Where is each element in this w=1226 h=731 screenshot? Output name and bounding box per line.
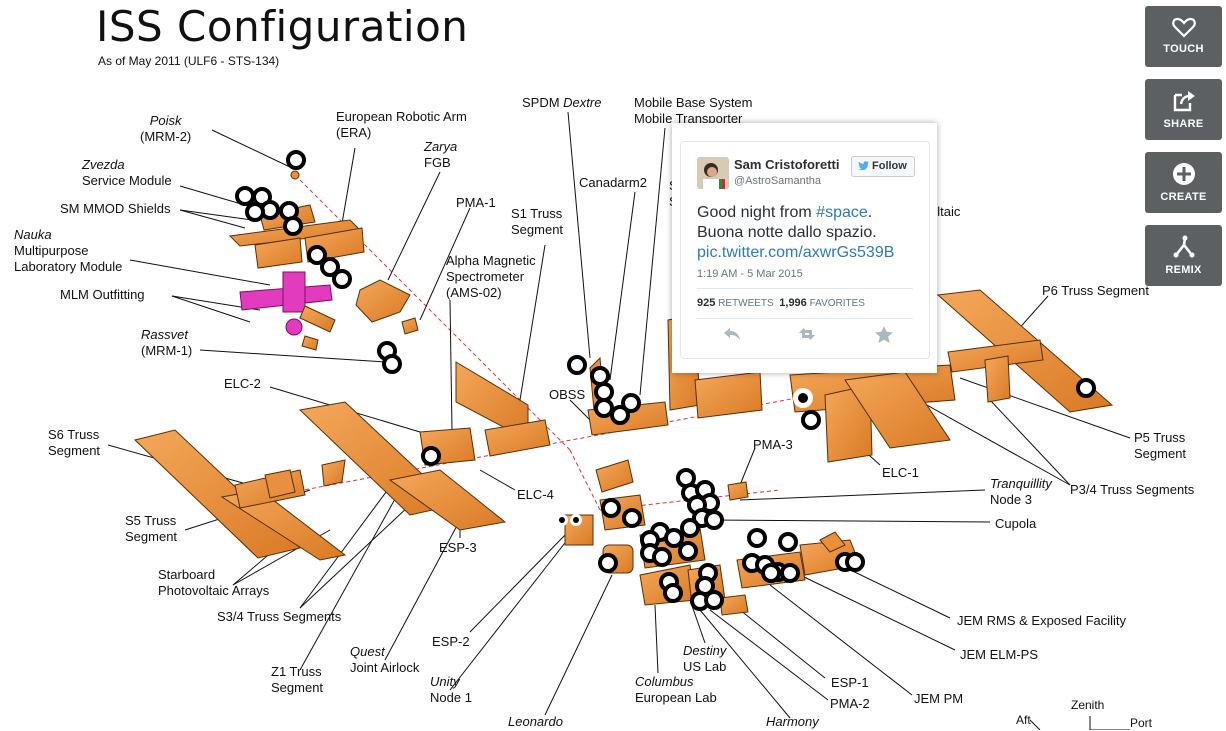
label-elc1: ELC-1: [882, 465, 919, 480]
create-button[interactable]: CREATE: [1145, 152, 1222, 213]
share-button[interactable]: SHARE: [1145, 79, 1222, 140]
reply-button[interactable]: [723, 326, 743, 344]
label-esp1: ESP-1: [831, 675, 869, 690]
label-pma3: PMA-3: [753, 437, 793, 452]
label-canadarm2: Canadarm2: [579, 175, 647, 190]
remix-button[interactable]: REMIX: [1145, 225, 1222, 286]
label-harmony: Harmony: [766, 714, 819, 729]
tweet-text-part3: Buona notte dallo spazio.: [697, 224, 877, 241]
page-title: ISS Configuration: [96, 2, 469, 51]
touch-label: TOUCH: [1163, 43, 1204, 55]
remix-icon: [1173, 235, 1194, 258]
truss-and-arrays: [134, 289, 1114, 561]
favorite-button[interactable]: [875, 326, 895, 344]
label-elc4: ELC-4: [517, 487, 554, 502]
tweet-card: Sam Cristoforetti @AstroSamantha Follow …: [680, 141, 930, 359]
tweet-stats: 925 RETWEETS 1,996 FAVORITES: [697, 297, 865, 309]
label-mlm-outfitting: MLM Outfitting: [60, 287, 145, 302]
favorite-count: 1,996: [779, 297, 807, 309]
label-partial-photovoltaic: oltaic: [930, 204, 961, 219]
dark-markers: [556, 388, 813, 526]
axis-label-aft: Aft: [1016, 713, 1031, 727]
label-era: European Robotic Arm(ERA): [336, 109, 467, 140]
heart-icon: [1171, 17, 1196, 38]
tweet-text: Good night from #space. Buona notte dall…: [697, 203, 922, 263]
divider: [697, 288, 913, 289]
share-icon: [1173, 91, 1195, 112]
label-pma1: PMA-1: [456, 195, 496, 210]
label-jem-rms: JEM RMS & Exposed Facility: [957, 613, 1127, 628]
share-label: SHARE: [1163, 118, 1204, 130]
label-obss: OBSS: [549, 387, 586, 402]
tweet-timestamp[interactable]: 1:19 AM - 5 Mar 2015: [697, 268, 803, 280]
touch-button[interactable]: TOUCH: [1145, 6, 1222, 67]
reply-icon: [724, 328, 740, 340]
tweet-text-part2: .: [867, 204, 873, 221]
label-p6: P6 Truss Segment: [1042, 283, 1149, 298]
label-jem-pm: JEM PM: [914, 691, 964, 706]
axis-label-port: Port: [1130, 716, 1153, 730]
hashtag-link[interactable]: #space: [816, 204, 868, 221]
label-esp2: ESP-2: [432, 634, 470, 649]
location-markers: [235, 150, 1096, 611]
label-rassvet: Rassvet(MRM-1): [141, 327, 193, 358]
label-esp3: ESP-3: [439, 540, 477, 555]
retweet-count: 925: [697, 297, 716, 309]
page-subtitle: As of May 2011 (ULF6 - STS-134): [98, 54, 280, 68]
label-cupola: Cupola: [995, 516, 1037, 531]
label-poisk: Poisk(MRM-2): [140, 113, 192, 144]
axis-lines: [1030, 716, 1130, 730]
twitter-bird-icon: [858, 161, 869, 170]
plus-circle-icon: [1172, 163, 1195, 185]
label-spdm: SPDM Dextre: [522, 95, 602, 110]
pic-link[interactable]: pic.twitter.com/axwrGs539B: [697, 244, 895, 261]
label-leonardo: Leonardo: [508, 714, 563, 729]
divider: [697, 318, 913, 319]
retweet-icon: [799, 328, 815, 340]
label-elc2: ELC-2: [224, 376, 261, 391]
favorite-count-label: FAVORITES: [809, 298, 865, 309]
label-jem-elm: JEM ELM-PS: [960, 647, 1039, 662]
label-p34: P3/4 Truss Segments: [1070, 482, 1195, 497]
follow-button[interactable]: Follow: [851, 156, 915, 177]
follow-label: Follow: [872, 160, 907, 172]
retweet-count-label: RETWEETS: [718, 298, 774, 309]
label-mmod: SM MMOD Shields: [60, 201, 171, 216]
tweet-author-name[interactable]: Sam Cristoforetti: [734, 157, 840, 172]
label-s34: S3/4 Truss Segments: [217, 609, 342, 624]
remix-label: REMIX: [1165, 264, 1202, 276]
create-label: CREATE: [1160, 191, 1207, 203]
tweet-author-handle[interactable]: @AstroSamantha: [734, 175, 821, 187]
label-pma2: PMA-2: [830, 696, 870, 711]
axis-label-zenith: Zenith: [1071, 698, 1105, 712]
avatar[interactable]: [697, 157, 729, 189]
star-icon: [875, 326, 893, 343]
avatar-image: [697, 157, 729, 189]
tweet-text-part1: Good night from: [697, 204, 817, 221]
retweet-button[interactable]: [798, 326, 818, 344]
